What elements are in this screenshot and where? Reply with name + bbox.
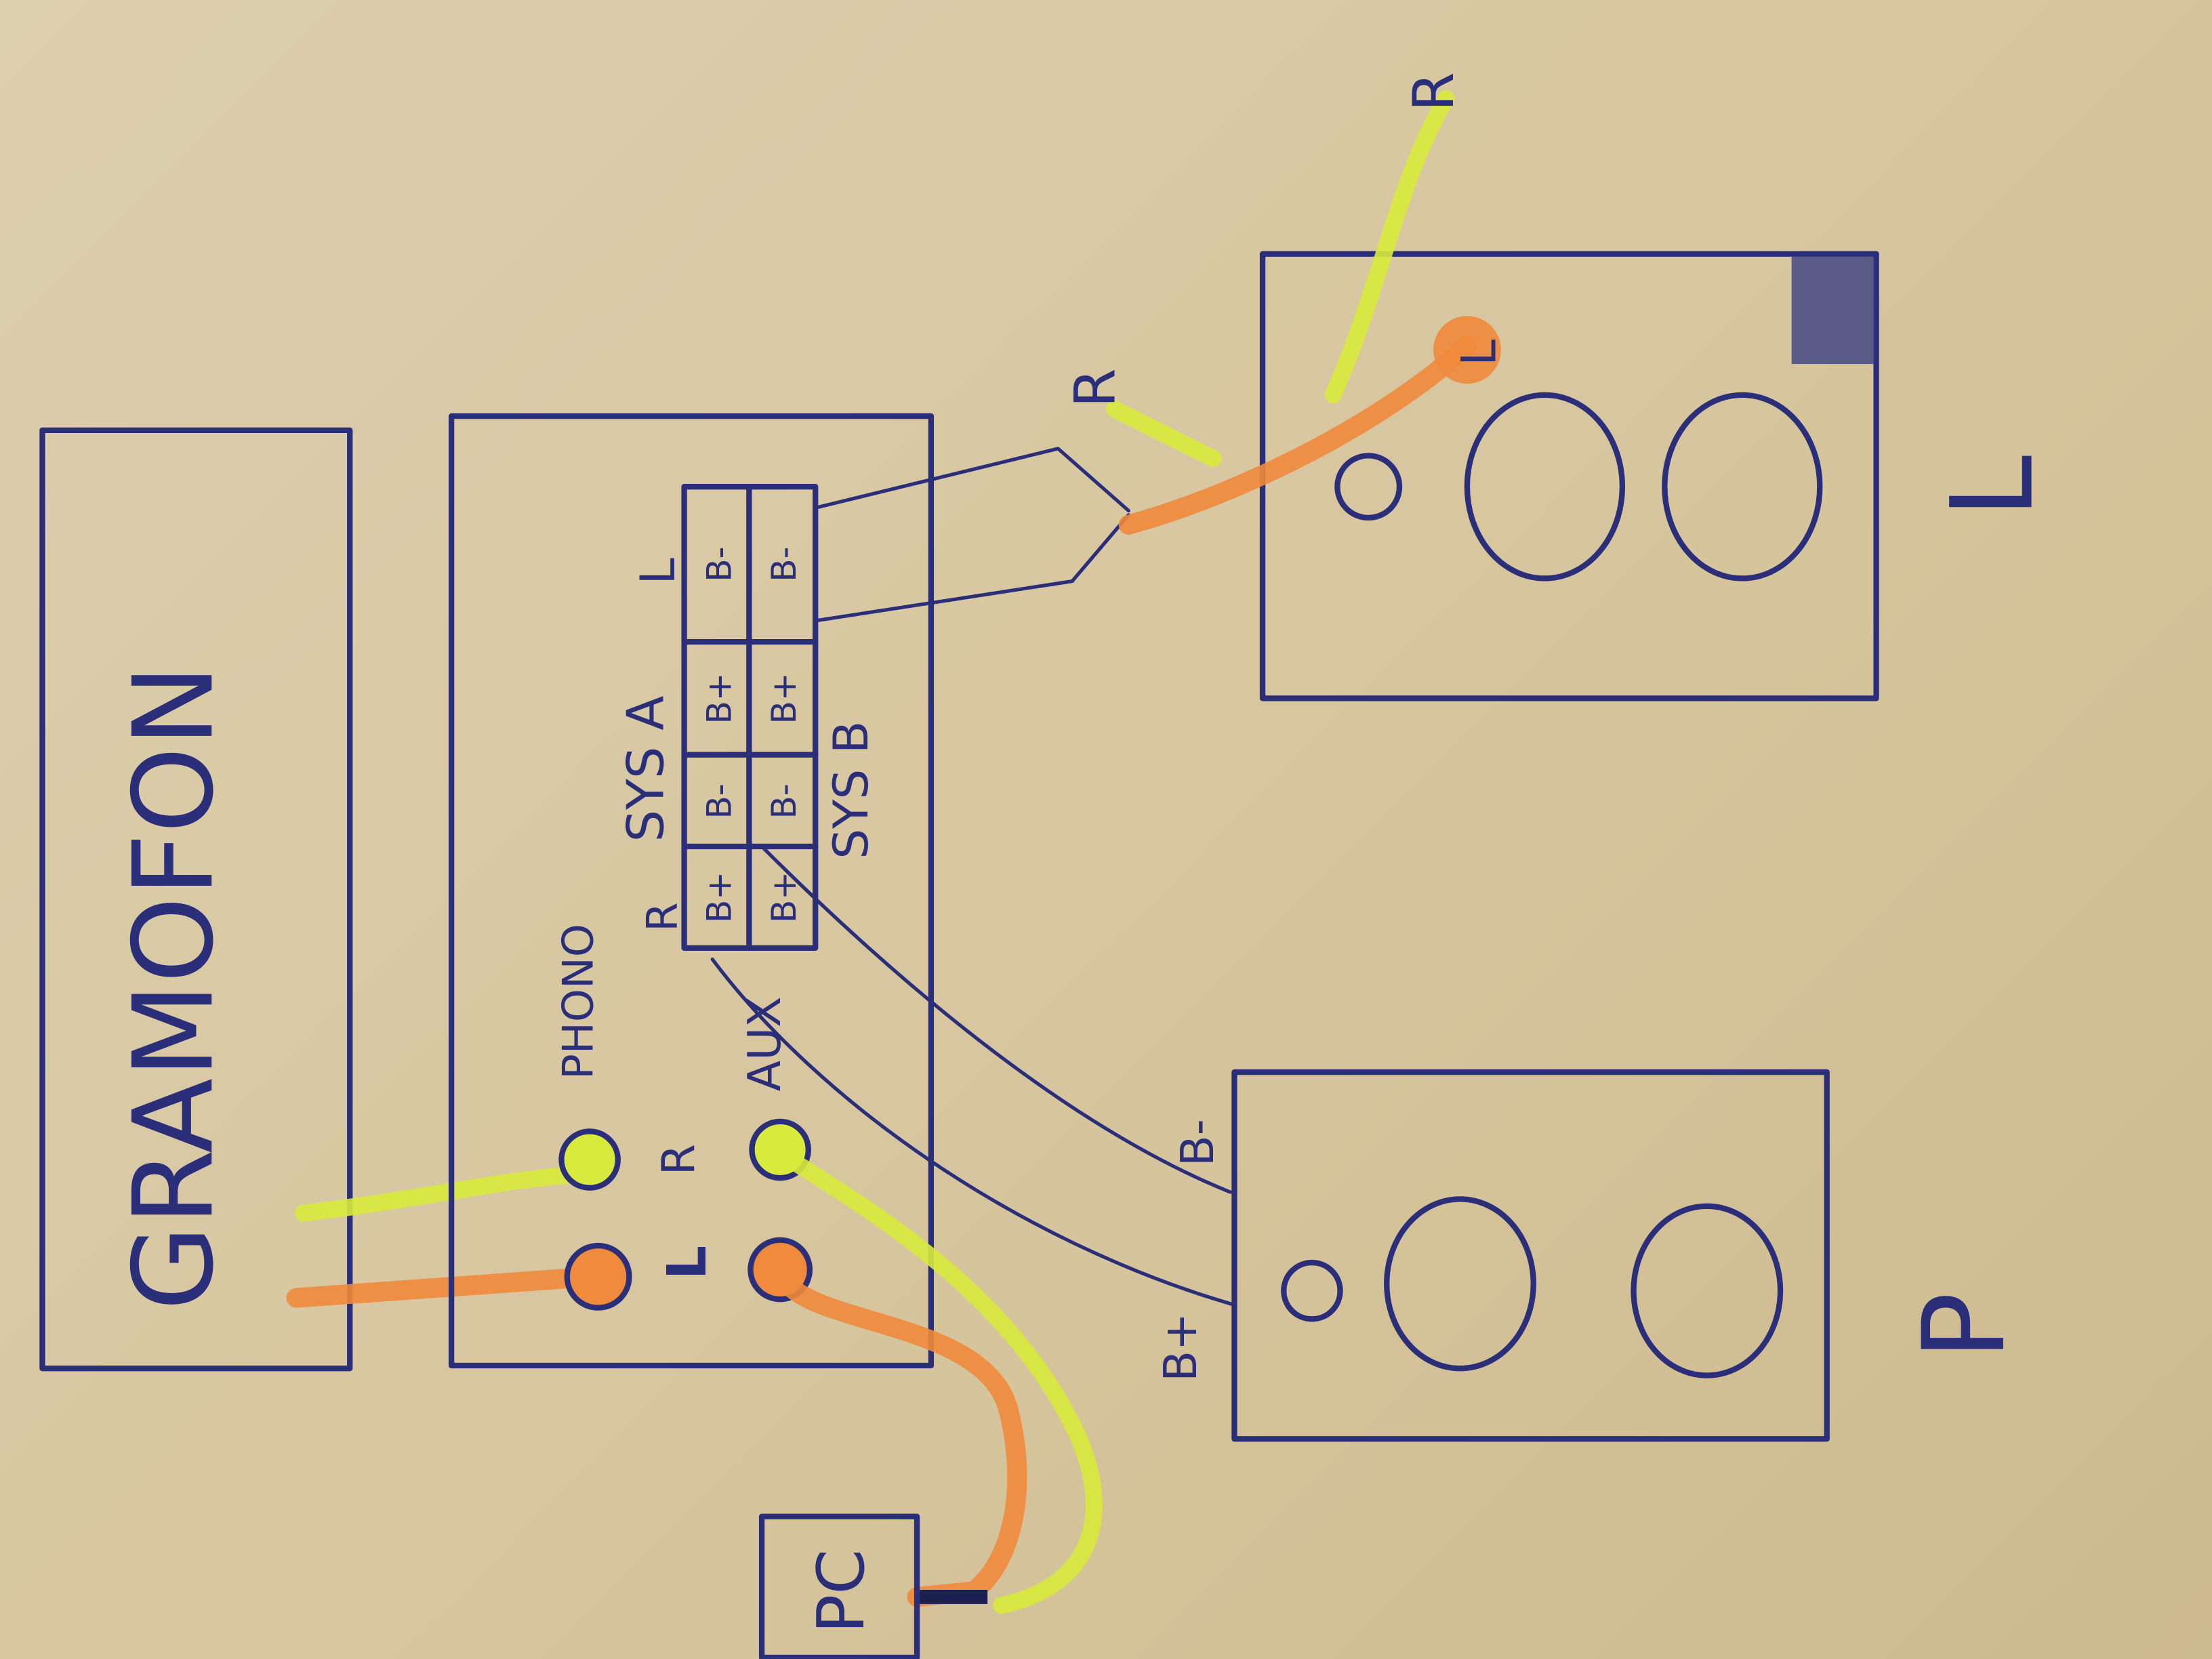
terminal-a-bminus-r: B- (699, 783, 739, 819)
left-speaker: L (1259, 251, 2059, 701)
split-yellow-lead (1324, 90, 1455, 404)
right-speaker-label: P (1899, 1292, 2030, 1360)
left-speaker-wire-minus (813, 513, 1130, 623)
right-speaker-wire-plus (710, 957, 1237, 1307)
terminal-a-bminus-l: B- (699, 547, 739, 582)
left-speaker-orange-lead (1118, 335, 1477, 535)
right-speaker-plus-label: B+ (1154, 1313, 1207, 1382)
amplifier-box: PHONO AUX R L B+ B- B+ B- B+ B- B+ B- L … (448, 413, 935, 1369)
left-speaker-label: L (1927, 455, 2059, 518)
terminal-b-bminus-l: B- (764, 547, 804, 582)
left-wire-label: L (1451, 339, 1507, 366)
phono-right-wire (295, 1165, 598, 1222)
sys-a-label: SYS A (615, 696, 675, 842)
terminal-b-bminus-r: B- (764, 783, 804, 819)
terminal-a-bplus-l: B+ (699, 672, 739, 724)
phono-left-wire (286, 1267, 602, 1308)
aux-label: AUX (738, 996, 791, 1091)
sys-b-label: SYS B (823, 721, 879, 859)
split-right-label: R (1401, 72, 1467, 111)
hatched-corner (1791, 256, 1874, 365)
right-speaker-minus-label: B- (1171, 1119, 1224, 1166)
right-woofer-1 (1384, 1196, 1536, 1372)
pc-box: PC (758, 1513, 920, 1659)
right-speaker-wire-minus (760, 844, 1232, 1194)
pc-label: PC (803, 1549, 879, 1634)
left-woofer-1 (1464, 392, 1626, 581)
phono-left-jack (564, 1242, 632, 1311)
terminal-b-bplus-l: B+ (764, 672, 804, 724)
phono-label: PHONO (553, 924, 602, 1080)
right-speaker: P B- B+ (1154, 1069, 2030, 1442)
right-wire-label: R (1062, 369, 1128, 408)
turntable-label: GRAMOFON (110, 664, 238, 1311)
aux-right-wire (788, 1155, 1103, 1614)
terminal-left-label: L (630, 558, 686, 585)
left-lead-blob (1433, 316, 1501, 384)
input-left-label: L (656, 1246, 718, 1279)
terminal-b-bplus-r: B+ (764, 872, 804, 923)
speaker-terminal-block: B+ B- B+ B- B+ B- B+ B- (681, 484, 819, 951)
left-speaker-yellow-lead (1106, 401, 1222, 468)
left-woofer-2 (1662, 392, 1823, 581)
aux-left-wire (780, 1276, 1027, 1607)
terminal-right-label: R (638, 902, 687, 931)
phono-right-jack (558, 1128, 621, 1191)
turntable-box: GRAMOFON (39, 427, 353, 1372)
input-right-label: R (652, 1144, 705, 1175)
left-speaker-wire-plus (813, 447, 1130, 513)
left-tweeter (1334, 453, 1403, 521)
right-tweeter (1281, 1259, 1343, 1322)
right-woofer-2 (1631, 1203, 1784, 1378)
terminal-a-bplus-r: B+ (699, 872, 739, 923)
